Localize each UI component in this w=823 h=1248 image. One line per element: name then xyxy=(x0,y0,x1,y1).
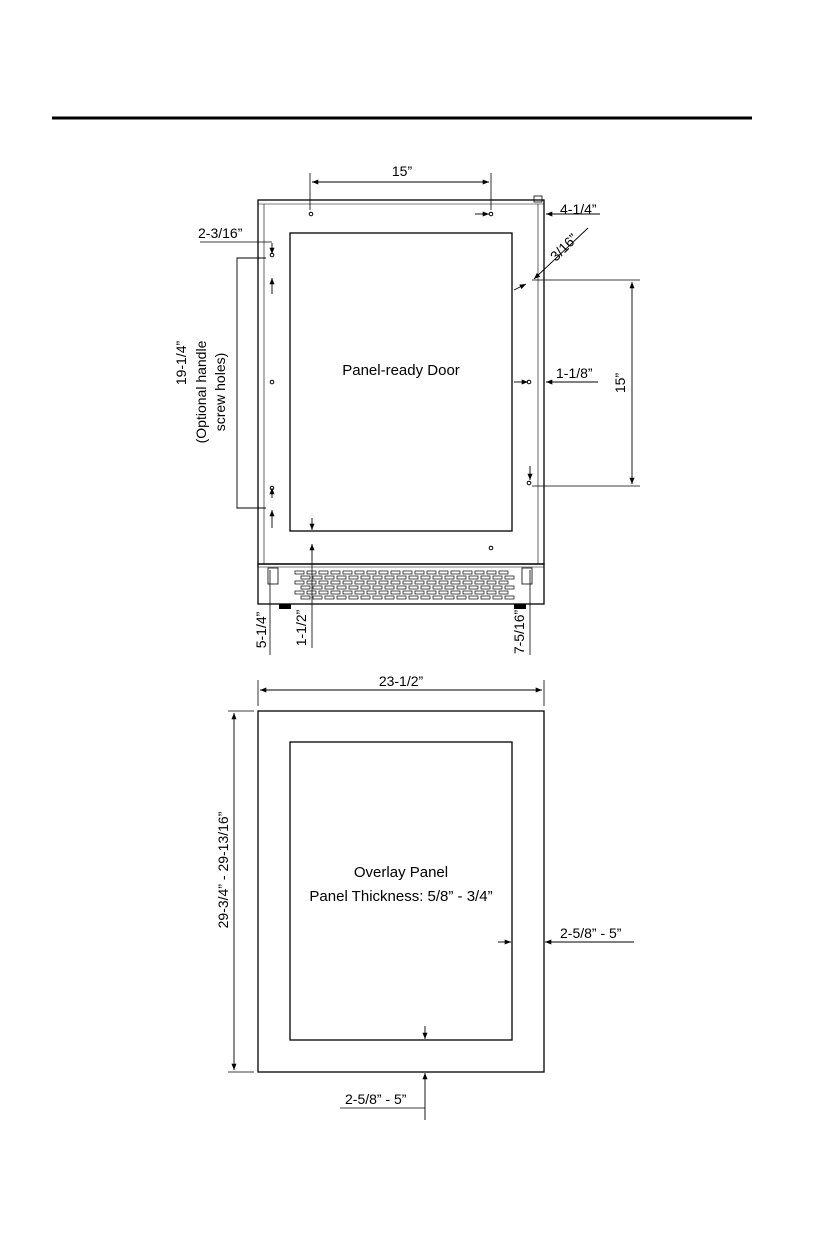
dim-corner: 3/16” xyxy=(547,230,581,264)
handle-note-line1: (Optional handle xyxy=(193,340,209,443)
dim-right-offset: 1-1/8” xyxy=(556,365,593,381)
screw-holes xyxy=(270,212,531,550)
dim-bottom-overlap: 2-5/8” - 5” xyxy=(345,1091,407,1107)
dim-handle-span: 19-1/4” xyxy=(173,340,189,385)
dim-top-holes: 15” xyxy=(392,163,413,179)
dim-right-span: 15” xyxy=(612,373,628,394)
overlay-panel-label: Overlay Panel xyxy=(354,864,448,881)
door-panel-outline xyxy=(290,233,512,531)
panel-thickness: Panel Thickness: 5/8” - 3/4” xyxy=(309,888,492,905)
dim-left-offset: 2-3/16” xyxy=(198,225,243,241)
dim-panel-height: 29-3/4” - 29-13/16” xyxy=(215,811,231,928)
dim-bottom-mid: 1-1/2” xyxy=(293,609,309,646)
handle-note-line2: screw holes) xyxy=(212,353,228,432)
dim-panel-width: 23-1/2” xyxy=(379,673,424,689)
door-label: Panel-ready Door xyxy=(342,362,460,379)
dim-top-right: 4-1/4” xyxy=(560,201,597,217)
dim-side-overlap: 2-5/8” - 5” xyxy=(560,925,622,941)
dim-bottom-right: 7-5/16” xyxy=(511,609,527,654)
dim-bottom-left: 5-1/4” xyxy=(253,611,269,648)
vent-grille xyxy=(295,571,514,599)
